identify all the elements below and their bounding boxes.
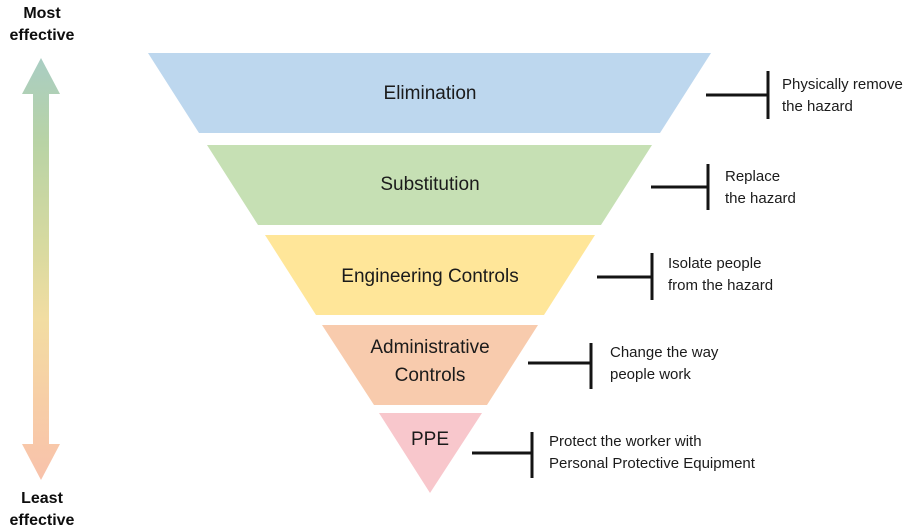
callout-line-ppe: [472, 432, 534, 478]
annotation-substitution: Replace the hazard: [725, 168, 796, 207]
annotation-engineering-controls: Isolate people from the hazard: [668, 255, 774, 294]
level-shape-administrative-controls: [322, 325, 538, 405]
scale-label-most-effective: Most effective: [9, 5, 75, 44]
scale-label-least-effective: Least effective: [9, 490, 75, 529]
callout-line-administrative-controls: [528, 343, 593, 389]
annotation-administrative-controls: Change the way people work: [610, 344, 719, 383]
level-label-ppe: PPE: [410, 429, 450, 450]
level-label-elimination: Elimination: [383, 83, 477, 104]
level-label-substitution: Substitution: [380, 174, 480, 195]
effectiveness-arrow: [22, 58, 60, 480]
annotation-ppe: Protect the worker with Personal Protect…: [549, 433, 755, 472]
annotation-elimination: Physically remove the hazard: [782, 76, 903, 115]
level-shape-substitution: [207, 145, 652, 225]
level-shape-engineering-controls: [265, 235, 595, 315]
level-label-administrative-controls: Administrative Controls: [370, 337, 490, 386]
callout-line-elimination: [706, 71, 770, 119]
callout-line-substitution: [651, 164, 710, 210]
callout-line-engineering-controls: [597, 253, 654, 300]
level-shape-elimination: [148, 53, 711, 133]
level-label-engineering-controls: Engineering Controls: [341, 266, 519, 287]
level-shape-ppe: [379, 413, 482, 493]
